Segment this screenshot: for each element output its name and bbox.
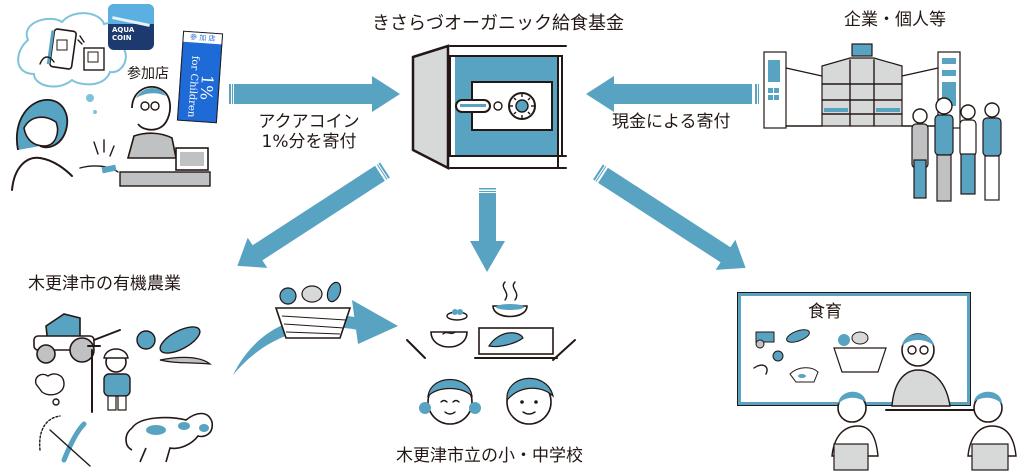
- teacher-icon: [891, 333, 951, 407]
- participating-shop-label: 参加店: [127, 66, 169, 82]
- vegetable-basket-icon: [274, 281, 352, 339]
- organic-farming-illustration: [33, 313, 214, 467]
- arrow-to-schools: [470, 188, 505, 272]
- arrow-cash-donation: [586, 76, 759, 112]
- office-buildings: [763, 43, 961, 129]
- farmer-icon: [87, 345, 131, 413]
- aqua-coin-app-icon: AQUA COIN: [108, 4, 154, 50]
- fund-title: きさらづオーガニック給食基金: [372, 13, 624, 34]
- student-right-icon: [967, 391, 1017, 471]
- coin-donation-label: アクアコイン 1%分を寄付: [246, 112, 372, 153]
- coin-donation-label-line2: 1%分を寄付: [261, 132, 357, 153]
- companies-individuals-illustration: [763, 43, 1002, 202]
- school-lunch-icon: [406, 281, 576, 361]
- organic-farming-title: 木更津市の有機農業: [28, 274, 181, 294]
- arrow-to-food-education: [593, 164, 746, 270]
- coin-app-name-1: AQUA: [112, 26, 135, 34]
- one-percent-banner: 参 加 店 1% for Children: [176, 30, 224, 124]
- participating-shop-illustration: AQUA COIN 参 加 店 1% for Children 参加店: [0, 0, 230, 200]
- companies-individuals-title: 企業・個人等: [844, 10, 946, 30]
- arrow-coin-donation: [229, 76, 400, 112]
- vegetables-icon: [136, 326, 212, 365]
- food-education-title: 食育: [808, 302, 842, 322]
- coin-donation-label-line1: アクアコイン: [258, 112, 360, 132]
- cash-donation-label: 現金による寄付: [612, 112, 731, 132]
- cow-icon: [125, 412, 214, 463]
- student-left-icon: [831, 391, 879, 471]
- arrow-to-farming: [237, 162, 390, 268]
- girl-student-icon: [419, 378, 481, 425]
- group-of-people: [911, 97, 1002, 202]
- food-education-illustration: [753, 329, 1017, 471]
- rice-plant-icon: [39, 415, 91, 467]
- tractor-icon: [33, 313, 121, 364]
- schools-title: 木更津市立の小・中学校: [396, 446, 583, 466]
- mini-farming-icons: [753, 329, 819, 383]
- coin-app-name-2: COIN: [112, 34, 132, 42]
- boy-student-icon: [506, 377, 555, 425]
- school-lunch-illustration: [406, 281, 576, 425]
- mini-basket-icon: [833, 331, 887, 373]
- chicken-icon: [34, 373, 65, 406]
- safe-icon: [411, 44, 567, 171]
- banner-header: 参 加 店: [183, 31, 223, 45]
